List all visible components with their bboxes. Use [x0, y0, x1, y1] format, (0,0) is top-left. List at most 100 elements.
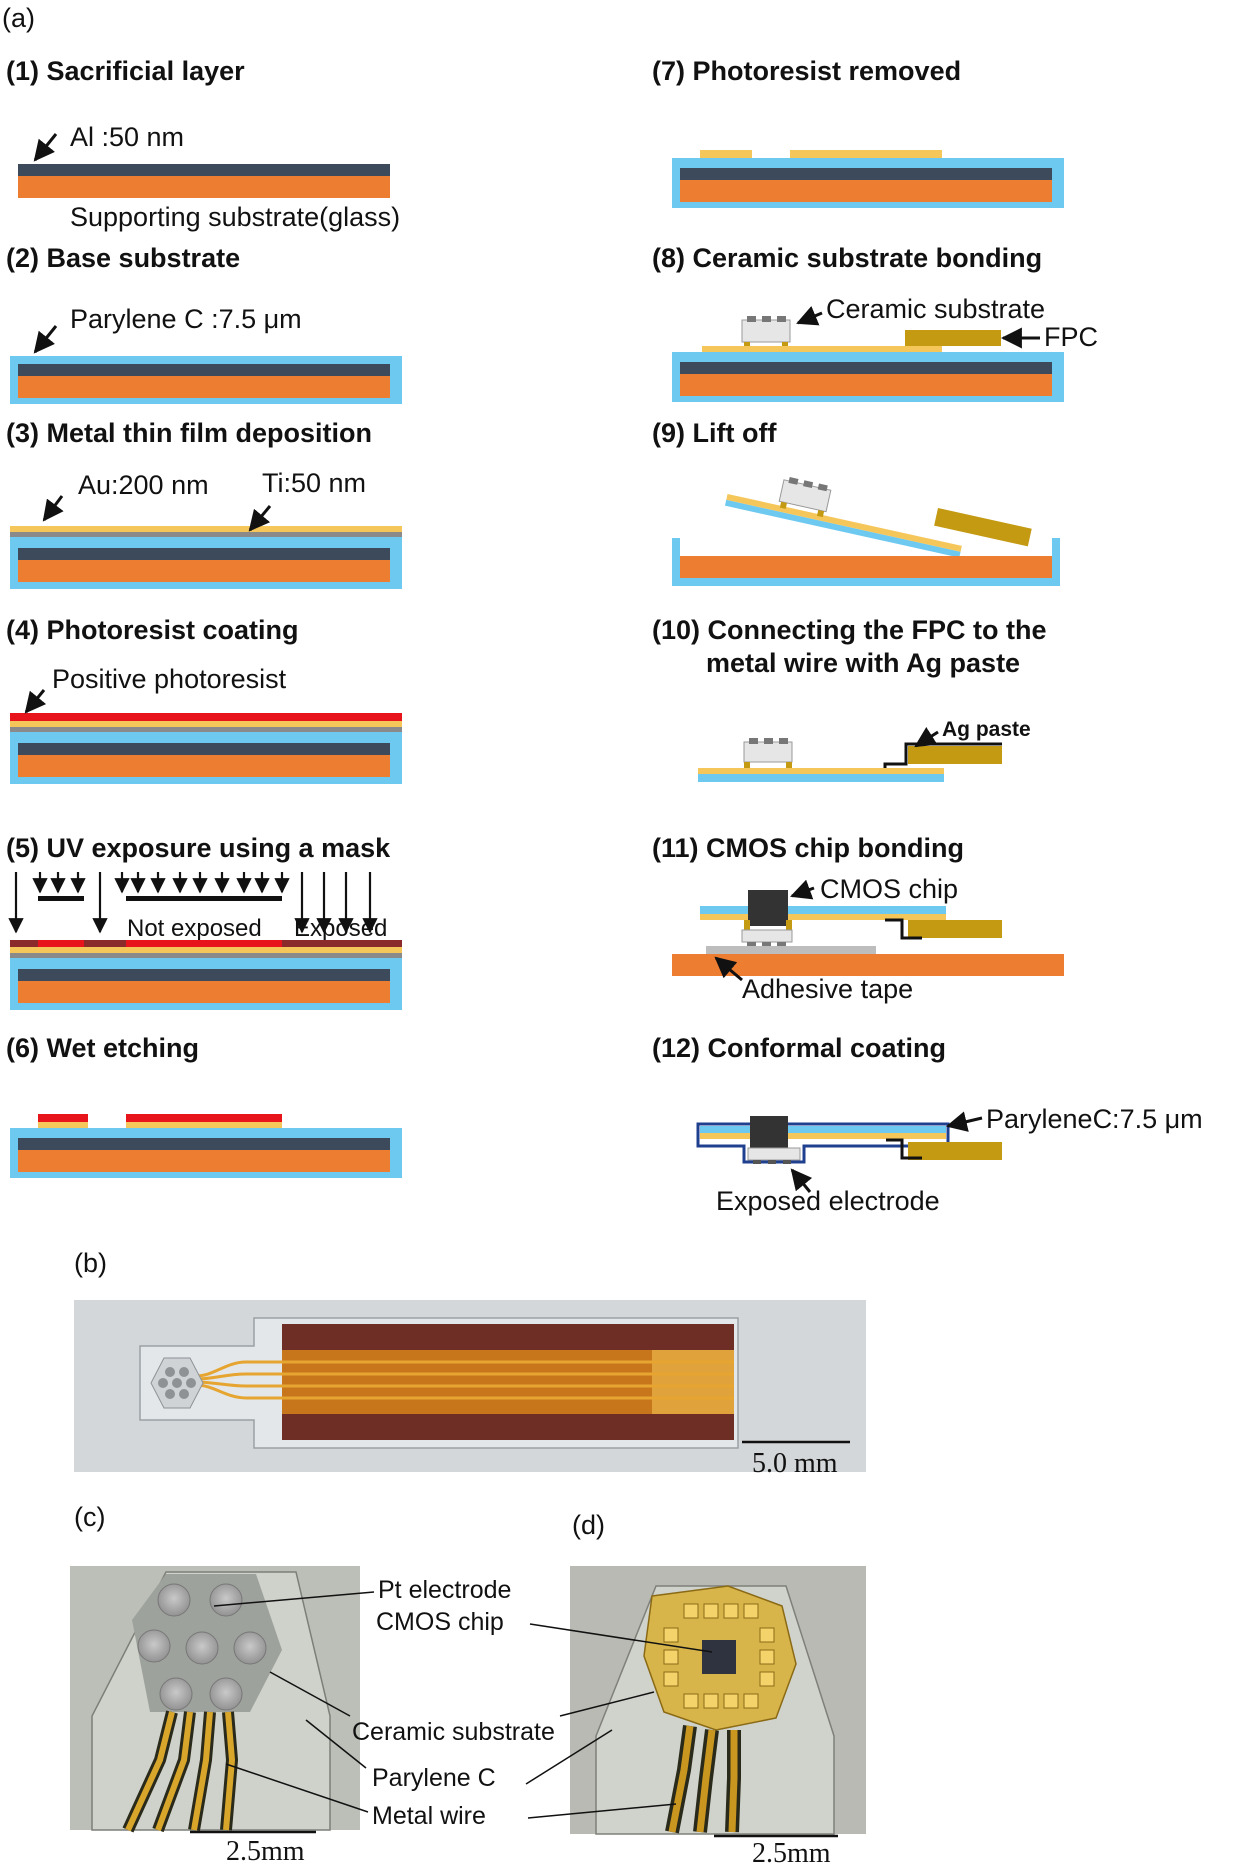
device-photo-b: 5.0 mm	[74, 1300, 866, 1479]
metal-wire	[696, 1729, 716, 1833]
electrode	[172, 1378, 182, 1388]
ceramic-arrow	[796, 306, 823, 326]
electrode	[159, 1677, 193, 1711]
ceramic-label: Ceramic substrate	[826, 294, 1045, 324]
glass-substrate	[18, 1150, 390, 1172]
bond-pad	[663, 1649, 679, 1665]
ceramic-substrate	[743, 741, 793, 763]
aluminum-layer	[680, 362, 1052, 374]
bond-pad	[663, 1671, 679, 1687]
electrode	[157, 1583, 191, 1617]
step-6-wet-etching: (6) Wet etching	[6, 1033, 402, 1178]
fpc-upper-edge	[282, 1324, 734, 1350]
fpc-label: FPC	[1044, 322, 1098, 352]
cmos-label: CMOS chip	[820, 874, 958, 904]
fpc	[908, 920, 1002, 938]
metal-wire	[195, 1360, 734, 1378]
aluminum-layer	[18, 1138, 390, 1150]
step-7-photoresist-removed: (7) Photoresist removed	[652, 56, 1064, 208]
step-1-title: (1) Sacrificial layer	[6, 56, 245, 86]
titanium-layer	[10, 953, 402, 958]
electrode	[165, 1367, 175, 1377]
step-6-title: (6) Wet etching	[6, 1033, 199, 1063]
al-label: Al :50 nm	[70, 122, 184, 152]
not-exposed-label: Not exposed	[127, 915, 262, 942]
exposed-electrode	[768, 1160, 776, 1164]
device-photo-d: 2.5mm	[570, 1566, 866, 1864]
ti-arrow	[248, 505, 272, 532]
step-11-title: (11) CMOS chip bonding	[652, 833, 964, 863]
panel-c-label: (c)	[74, 1502, 105, 1532]
exposed-electrode	[753, 1160, 761, 1164]
step-10-title-line2: metal wire with Ag paste	[706, 648, 1020, 678]
lifted-fpc	[934, 508, 1032, 547]
glass-substrate	[18, 755, 390, 777]
callout-line-parylene-right	[525, 1729, 613, 1785]
metal-wire	[155, 1711, 193, 1832]
electrode	[209, 1583, 243, 1617]
electrode-array	[137, 1583, 267, 1711]
scale-label-b: 5.0 mm	[752, 1448, 838, 1479]
aluminum-layer	[18, 743, 390, 755]
ag-paste	[886, 1138, 922, 1160]
step-3-metal-deposition: (3) Metal thin film deposition Au:200 nm…	[6, 418, 402, 589]
callout-line-parylene-left	[305, 1719, 367, 1769]
ceramic-pad	[749, 738, 758, 744]
bond-pad	[683, 1693, 699, 1709]
step-5-title: (5) UV exposure using a mask	[6, 833, 391, 863]
parylene-layer	[698, 774, 944, 782]
bond-pad	[703, 1603, 719, 1619]
metal-wire	[195, 1372, 734, 1381]
cmos-chip	[748, 890, 788, 926]
gold-pattern	[700, 150, 752, 158]
ceramic-pad	[764, 738, 773, 744]
metal-wire	[125, 1711, 175, 1832]
callout-ceramic-substrate: Ceramic substrate	[352, 1718, 555, 1746]
electrode	[185, 1631, 219, 1665]
au-arrow	[42, 495, 64, 522]
cmos-chip	[750, 1116, 788, 1148]
photoresist-label: Positive photoresist	[52, 664, 287, 694]
callout-line-ceramic-right	[559, 1691, 655, 1717]
aluminum-layer	[18, 364, 390, 376]
exposed-electrode	[783, 1160, 791, 1164]
ceramic-substrate	[747, 1147, 801, 1161]
bond-pad	[759, 1671, 775, 1687]
step-10-title-line1: (10) Connecting the FPC to the	[652, 615, 1047, 645]
step-4-title: (4) Photoresist coating	[6, 615, 299, 645]
gold-wire	[702, 346, 942, 352]
panel-a-label: (a)	[2, 3, 35, 33]
metal-wire	[191, 1711, 213, 1831]
ceramic-pad	[777, 942, 786, 947]
electrode	[158, 1378, 168, 1388]
bond-pad	[683, 1603, 699, 1619]
step-7-title: (7) Photoresist removed	[652, 56, 961, 86]
step-4-photoresist-coating: (4) Photoresist coating Positive photore…	[6, 615, 402, 784]
bond-pad	[723, 1693, 739, 1709]
ceramic-pad	[779, 738, 788, 744]
ceramic-pad	[747, 942, 756, 947]
step-11-cmos-bonding: (11) CMOS chip bonding CMOS chip Adhesiv…	[652, 833, 1064, 1004]
step-2-title: (2) Base substrate	[6, 243, 240, 273]
aluminum-layer	[680, 168, 1052, 180]
ceramic-pad	[777, 316, 786, 322]
mask-segment	[126, 896, 282, 901]
step-8-title: (8) Ceramic substrate bonding	[652, 243, 1042, 273]
exposed-label: Exposed	[294, 915, 387, 942]
glass-label: Supporting substrate(glass)	[70, 202, 400, 232]
ceramic-pad	[762, 942, 771, 947]
pr-arrow	[24, 689, 47, 714]
gold-layer	[10, 947, 402, 953]
step-8-ceramic-bonding: (8) Ceramic substrate bonding Ceramic su…	[652, 243, 1098, 402]
aluminum-layer	[18, 164, 390, 176]
unexposed-photoresist	[38, 940, 84, 947]
tape-arrow	[714, 956, 743, 982]
bond-pad	[743, 1693, 759, 1709]
electrode	[179, 1367, 189, 1377]
electrode-label: Exposed electrode	[716, 1186, 940, 1216]
aluminum-layer	[18, 969, 390, 981]
electrode-array	[158, 1367, 196, 1399]
tape-label: Adhesive tape	[742, 974, 913, 1004]
lifted-device	[724, 477, 962, 558]
